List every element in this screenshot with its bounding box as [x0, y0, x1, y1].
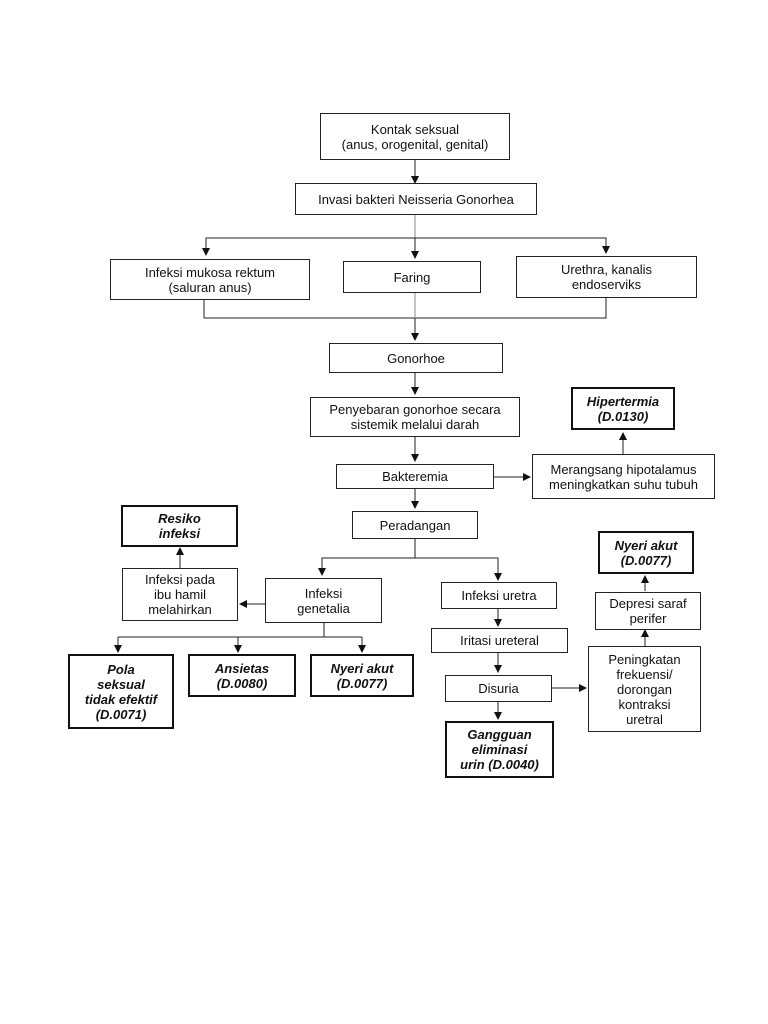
- node-text-line: kontraksi: [618, 696, 671, 712]
- node-disuria: Disuria: [445, 675, 552, 702]
- merge-bar: [203, 298, 607, 319]
- node-text-line: Nyeri akut: [614, 537, 678, 553]
- node-text-line: Infeksi mukosa rektum: [144, 264, 276, 280]
- node-text-line: Invasi bakteri Neisseria Gonorhea: [318, 191, 514, 207]
- node-text-line: Merangsang hipotalamus: [550, 461, 697, 477]
- node-text-line: Kontak seksual: [370, 121, 460, 137]
- node-kontak-seksual: Kontak seksual(anus, orogenital, genital…: [320, 113, 510, 160]
- branch-bar-top: [205, 237, 607, 252]
- node-text-line: (D.0071): [95, 706, 147, 722]
- node-text-line: eliminasi: [471, 742, 528, 757]
- node-infeksi-uretra: Infeksi uretra: [441, 582, 557, 609]
- node-diagnosis-nyeri-akut-top: Nyeri akut(D.0077): [598, 531, 694, 574]
- node-text-line: (D.0077): [620, 552, 672, 568]
- node-text-line: Infeksi uretra: [461, 588, 537, 603]
- node-diagnosis-ansietas: Ansietas(D.0080): [188, 654, 296, 697]
- node-text-line: (saluran anus): [168, 279, 252, 295]
- node-text-line: Ansietas: [214, 660, 270, 676]
- node-text-line: (D.0077): [336, 675, 388, 691]
- node-text-line: Gangguan: [467, 727, 532, 742]
- node-text-line: sistemik melalui darah: [350, 417, 480, 432]
- node-gonorhoe: Gonorhoe: [329, 343, 503, 373]
- node-text-line: perifer: [629, 611, 667, 626]
- node-invasi-bakteri: Invasi bakteri Neisseria Gonorhea: [295, 183, 537, 215]
- node-text-line: Infeksi pada: [144, 572, 216, 587]
- node-text-line: (anus, orogenital, genital): [341, 136, 489, 152]
- node-iritasi-ureteral: Iritasi ureteral: [431, 628, 568, 653]
- node-text-line: Pola: [107, 661, 135, 677]
- node-text-line: dorongan: [617, 681, 672, 697]
- node-infeksi-mukosa-rektum: Infeksi mukosa rektum(saluran anus): [110, 259, 310, 300]
- node-text-line: Gonorhoe: [387, 350, 445, 366]
- node-text-line: Hipertermia: [586, 393, 660, 409]
- node-text-line: Penyebaran gonorhoe secara: [329, 402, 501, 417]
- node-text-line: Peningkatan: [608, 651, 681, 667]
- node-text-line: urin (D.0040): [460, 757, 539, 772]
- node-diagnosis-nyeri-akut-left: Nyeri akut(D.0077): [310, 654, 414, 697]
- node-text-line: Peradangan: [379, 517, 451, 533]
- node-text-line: melahirkan: [148, 602, 212, 617]
- node-text-line: tidak efektif: [84, 691, 158, 707]
- node-text-line: Nyeri akut: [330, 660, 394, 676]
- node-text-line: Urethra, kanalis: [560, 262, 653, 277]
- node-text-line: seksual: [97, 676, 145, 692]
- node-text-line: Iritasi ureteral: [460, 633, 539, 648]
- node-text-line: genetalia: [297, 600, 350, 616]
- node-text-line: meningkatkan suhu tubuh: [549, 476, 698, 492]
- node-text-line: Bakteremia: [382, 469, 448, 484]
- node-text-line: endoserviks: [571, 277, 642, 292]
- node-diagnosis-hipertermia: Hipertermia(D.0130): [571, 387, 675, 430]
- node-text-line: Depresi saraf: [609, 596, 687, 611]
- node-text-line: uretral: [626, 711, 663, 727]
- node-text-line: ibu hamil: [153, 587, 207, 602]
- node-faring: Faring: [343, 261, 481, 293]
- node-text-line: Faring: [393, 269, 431, 285]
- node-text-line: frekuensi/: [616, 666, 673, 682]
- node-peradangan: Peradangan: [352, 511, 478, 539]
- node-text-line: Resiko: [158, 511, 201, 526]
- node-text-line: Disuria: [478, 681, 519, 696]
- node-text-line: (D.0080): [216, 675, 268, 691]
- node-text-line: Infeksi: [304, 585, 343, 601]
- node-bakteremia: Bakteremia: [336, 464, 494, 489]
- node-text-line: (D.0130): [597, 408, 649, 424]
- node-text-line: infeksi: [158, 526, 201, 541]
